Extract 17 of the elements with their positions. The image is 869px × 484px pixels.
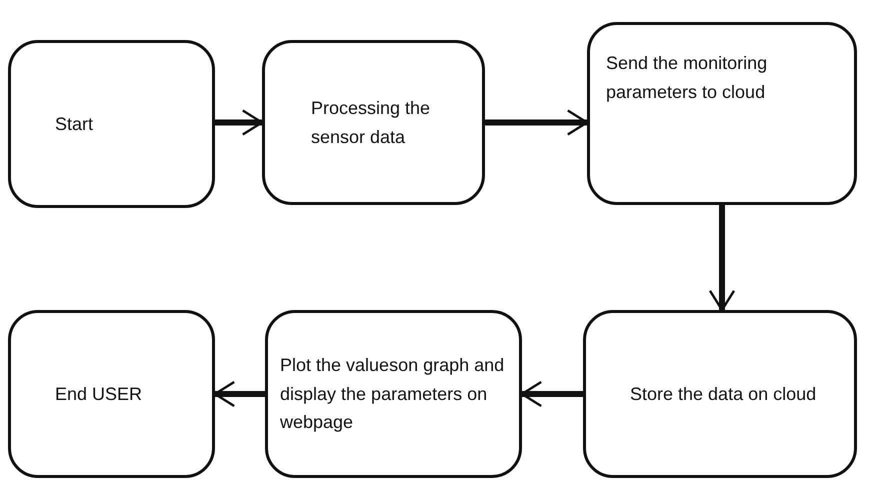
process-box [262,40,485,205]
box-label: Start [55,112,94,136]
box-label: Send the monitoring parameters to cloud [606,52,768,104]
arrow [215,109,264,136]
process-box [583,310,857,478]
box-label: Plot the valueson graph and display the parameters on webpage [280,354,506,434]
arrow [708,205,736,312]
arrow [485,109,588,136]
process-box [8,310,215,478]
arrow [520,380,583,408]
process-box [587,22,857,205]
box-label: End USER [55,382,142,406]
box-label: Store the data on cloud [630,382,816,406]
box-label: Processing the sensor data [311,96,432,148]
arrow [214,380,265,408]
process-box [265,310,522,478]
process-box [8,40,215,208]
